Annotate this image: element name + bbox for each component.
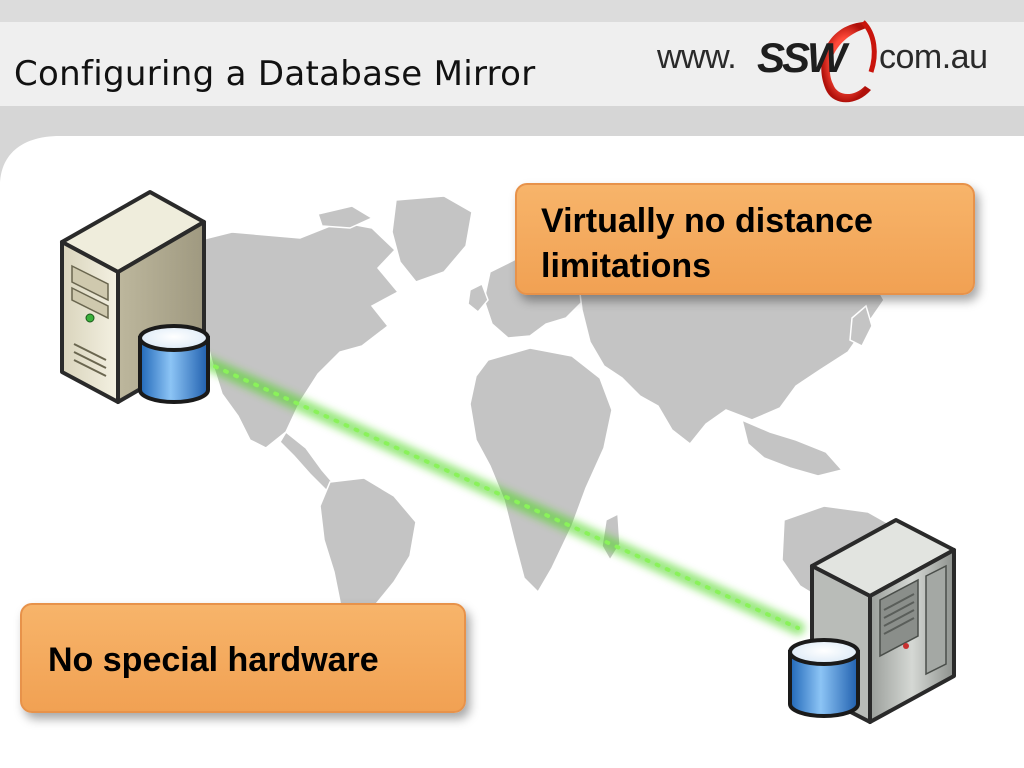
mirror-link-line: [198, 355, 805, 635]
top-strip: [0, 0, 1024, 22]
content-corner-curve: [0, 136, 60, 206]
map-greenland: [391, 195, 473, 283]
logo-prefix: www.: [657, 38, 737, 76]
slide-header: [0, 22, 1024, 106]
logo-brand: SSW: [757, 34, 847, 81]
callout-distance: Virtually no distance limitations: [515, 183, 975, 295]
map-arctic-islands: [317, 205, 374, 229]
database-cylinder-icon[interactable]: [138, 324, 210, 404]
logo-ring-icon: [821, 20, 877, 103]
slide-title: Configuring a Database Mirror: [14, 54, 536, 94]
map-central-america: [279, 430, 336, 491]
map-north-america: [179, 221, 400, 449]
map-southeast-asia: [740, 418, 844, 477]
ssw-logo[interactable]: www. SSW com.au: [655, 14, 1015, 110]
server-tower-icon[interactable]: [60, 190, 206, 404]
database-cylinder-icon[interactable]: [788, 638, 860, 718]
header-divider-band: [0, 106, 1024, 136]
logo-suffix: com.au: [879, 38, 988, 76]
map-japan: [849, 304, 873, 348]
callout-hardware: No special hardware: [20, 603, 466, 713]
map-british-isles: [467, 282, 489, 314]
map-africa: [469, 347, 613, 594]
